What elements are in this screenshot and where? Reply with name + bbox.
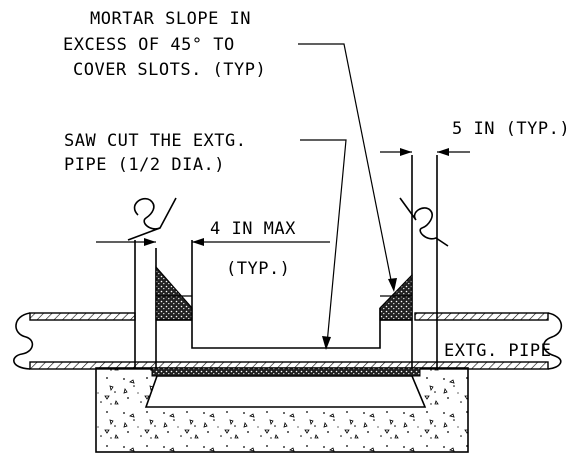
pipe-break-left: [13, 312, 34, 370]
arrow-sawcut: [322, 336, 331, 350]
wall-break-left: [133, 197, 177, 230]
arrow-left-dim: [144, 238, 156, 246]
arrow-5in-right: [437, 148, 449, 156]
label-4in-typ: (TYP.): [226, 259, 290, 279]
pipe-top-wall: [29, 312, 549, 321]
label-sawcut-2: PIPE (1/2 DIA.): [64, 155, 225, 175]
arrow-5in-left: [400, 148, 412, 156]
label-5in: 5 IN (TYP.): [452, 119, 570, 139]
label-extg-pipe: EXTG. PIPE: [444, 341, 551, 361]
pipe-break-right: [542, 312, 563, 370]
mortar-slope-left: [155, 265, 193, 321]
label-4in-max: 4 IN MAX: [210, 219, 296, 239]
leader-mortar: [298, 43, 393, 286]
leader-sawcut: [300, 139, 347, 345]
arrow-mortar: [388, 278, 397, 292]
label-sawcut-1: SAW CUT THE EXTG.: [64, 131, 247, 151]
wall-break-right: [399, 197, 449, 247]
label-mortar-2: EXCESS OF 45° TO: [63, 35, 235, 55]
mortar-band: [151, 367, 421, 377]
wall-break-left-b: [127, 227, 161, 241]
arrow-4in: [192, 238, 204, 246]
label-mortar-3: COVER SLOTS. (TYP): [73, 60, 266, 80]
saw-cut-opening: [191, 240, 381, 349]
label-mortar-1: MORTAR SLOPE IN: [90, 9, 251, 29]
bedding-trapezoid: [144, 375, 427, 408]
